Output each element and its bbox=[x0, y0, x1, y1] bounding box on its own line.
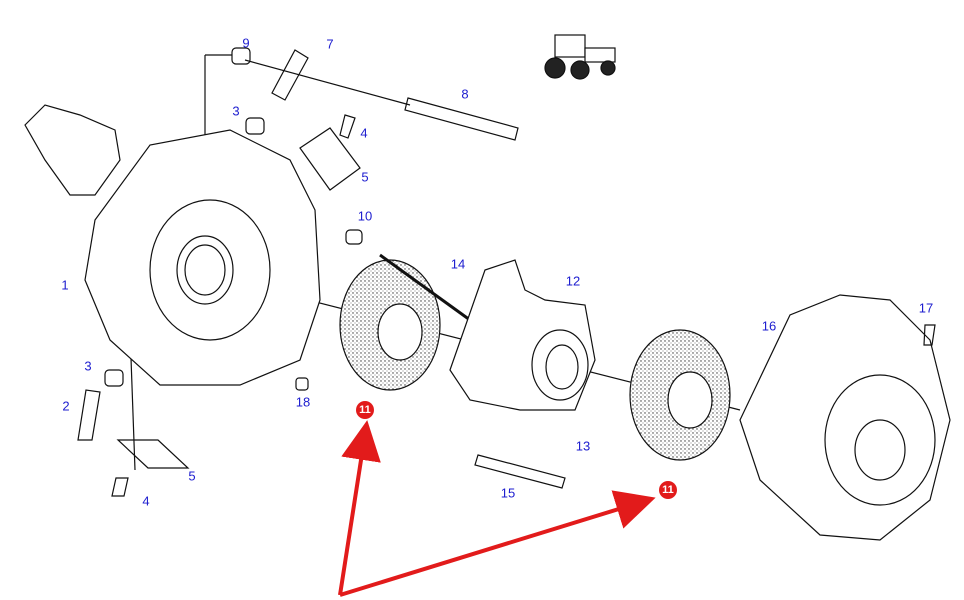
label-2: 2 bbox=[62, 398, 70, 414]
stud-8 bbox=[404, 97, 519, 141]
bolt-7 bbox=[271, 49, 309, 101]
arrow-to-right-disc bbox=[339, 490, 656, 597]
label-5: 5 bbox=[188, 468, 196, 484]
label-12: 12 bbox=[565, 273, 581, 289]
label-13: 13 bbox=[575, 438, 591, 454]
label-1: 1 bbox=[61, 277, 69, 293]
label-5: 5 bbox=[361, 169, 369, 185]
label-14: 14 bbox=[450, 256, 466, 272]
label-9: 9 bbox=[242, 35, 250, 51]
label-18: 18 bbox=[295, 394, 311, 410]
label-7: 7 bbox=[326, 36, 334, 52]
highlight-badge-11: 11 bbox=[659, 481, 677, 499]
actuator bbox=[24, 104, 121, 196]
label-8: 8 bbox=[461, 86, 469, 102]
label-15: 15 bbox=[500, 485, 516, 501]
label-4: 4 bbox=[142, 493, 150, 509]
left-housing bbox=[84, 129, 321, 386]
pin-15 bbox=[474, 454, 566, 489]
label-16: 16 bbox=[761, 318, 777, 334]
label-4: 4 bbox=[360, 125, 368, 141]
label-3: 3 bbox=[84, 358, 92, 374]
label-3: 3 bbox=[232, 103, 240, 119]
label-17: 17 bbox=[918, 300, 934, 316]
label-10: 10 bbox=[357, 208, 373, 224]
right-housing bbox=[739, 294, 951, 541]
tractor-icon bbox=[544, 34, 616, 80]
guide-line bbox=[244, 59, 411, 106]
highlight-badge-11: 11 bbox=[356, 401, 374, 419]
arrow-to-left-disc bbox=[338, 420, 381, 596]
